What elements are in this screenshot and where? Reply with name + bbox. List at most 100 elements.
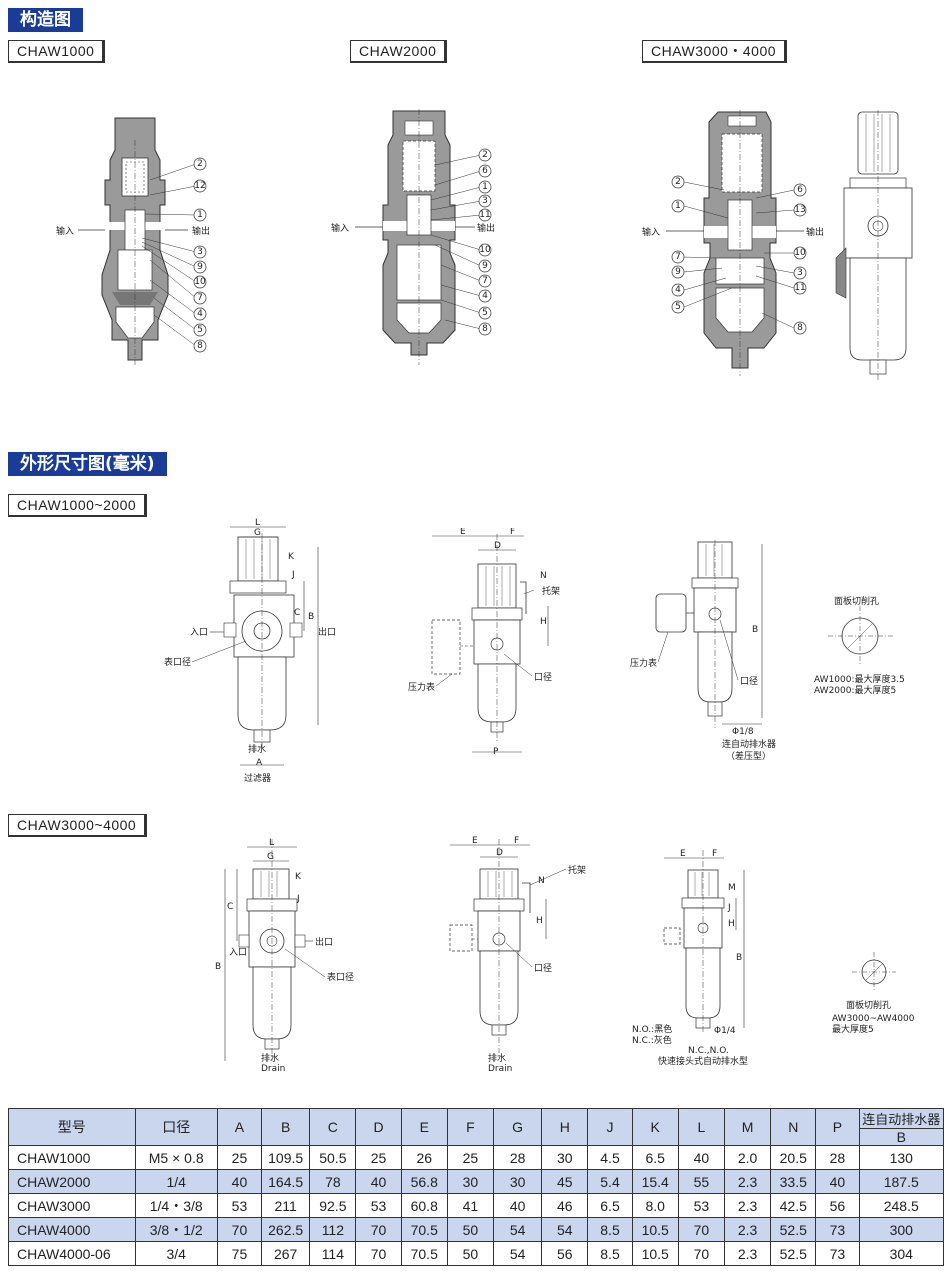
header-cell: J xyxy=(587,1108,633,1146)
table-cell: 50.5 xyxy=(309,1145,357,1170)
chaw2000-callout-label: 9 xyxy=(482,261,488,271)
dim1000-front-dimensions: L G K J C B 出口 入口 表口径 排水 A 过滤器 xyxy=(164,518,336,784)
dim1000-front-diagram: L G K J C B 出口 入口 表口径 排水 A 过滤器 xyxy=(164,518,336,784)
panel-cutout-note: AW2000:最大厚度5 xyxy=(814,684,896,696)
table-cell: 52.5 xyxy=(770,1241,817,1266)
chaw1000-output-label: 输出 xyxy=(192,225,210,237)
chaw1000-input-label: 输入 xyxy=(56,225,74,237)
chaw2000-section-diagram: 输入 输出 2 6 1 3 11 10 9 7 4 5 8 xyxy=(331,109,495,365)
dim-label: M xyxy=(728,883,736,893)
dim1000-autodrain-body xyxy=(655,540,739,728)
table-cell: 70.5 xyxy=(400,1217,448,1242)
dim1000-side-body xyxy=(431,534,527,743)
dim-label: G xyxy=(267,852,274,862)
table-cell: 3/4 xyxy=(134,1241,218,1266)
dim3000-front-diagram: L G K J C B 入口 出口 表口径 排水 Drain xyxy=(215,838,354,1074)
chaw2000-callout-label: 8 xyxy=(482,324,488,334)
table-cell: CHAW4000 xyxy=(8,1217,136,1242)
table-cell: 30 xyxy=(541,1145,589,1170)
panel-cutout-title: 面板切削孔 xyxy=(834,595,879,607)
table-row: CHAW2000 1/4 40 164.5 78 40 56.8 30 30 4… xyxy=(8,1169,945,1194)
dim-label: 排水 xyxy=(261,1052,279,1064)
dim-label: G xyxy=(254,528,261,538)
table-cell: 70 xyxy=(677,1241,725,1266)
header-cell: H xyxy=(541,1108,589,1146)
table-cell: 70.5 xyxy=(400,1241,448,1266)
chaw3000-input-label: 输入 xyxy=(642,226,660,238)
table-cell: 41 xyxy=(446,1193,495,1218)
table-cell: 6.5 xyxy=(587,1193,633,1218)
dim-label: F xyxy=(712,849,717,859)
chaw3000-callout-label: 6 xyxy=(797,185,803,195)
table-cell: 40 xyxy=(355,1169,402,1194)
chaw3000-callout-label: 2 xyxy=(675,177,681,187)
table-cell: 28 xyxy=(815,1145,860,1170)
table-cell: 10.5 xyxy=(631,1241,679,1266)
chaw2000-callout-label: 6 xyxy=(482,166,488,176)
dim-label: P xyxy=(493,747,499,757)
dim-label: C xyxy=(227,902,233,912)
table-row: CHAW4000 3/8・1/2 70 262.5 112 70 70.5 50… xyxy=(8,1217,945,1242)
header-cell: 型号 xyxy=(8,1108,136,1146)
chaw2000-callout-label: 2 xyxy=(482,150,488,160)
dim3000-side-dimensions: E F D 托架 N H 口径 排水 Drain xyxy=(450,836,586,1074)
dim-label: 出口 xyxy=(315,936,333,948)
table-cell: 30 xyxy=(446,1169,495,1194)
table-cell: 25 xyxy=(446,1145,495,1170)
dim-label: L xyxy=(269,838,274,848)
chaw3000-callout-label: 11 xyxy=(794,283,805,293)
table-cell: 50 xyxy=(446,1241,495,1266)
chaw1000-callout-label: 2 xyxy=(197,159,203,169)
chaw3000-output-label: 输出 xyxy=(806,226,824,238)
chaw3000-callout-label: 9 xyxy=(675,267,681,277)
table-cell: 53 xyxy=(216,1193,263,1218)
chaw1000-callout-label: 1 xyxy=(197,210,203,220)
spec-table: 型号 口径 A B C D E F G H J K L M N P 连自动排水器… xyxy=(8,1108,945,1266)
table-cell: 70 xyxy=(677,1217,725,1242)
table-cell: CHAW2000 xyxy=(8,1169,136,1194)
chaw3000-callout-label: 8 xyxy=(797,323,803,333)
table-cell: 164.5 xyxy=(261,1169,311,1194)
table-cell: 53 xyxy=(677,1193,725,1218)
dim-label: 托架 xyxy=(568,864,586,876)
chaw3000-body xyxy=(703,110,777,376)
dim-label: B xyxy=(308,612,314,622)
chaw1000-callout-label: 10 xyxy=(194,277,206,287)
dim-label: Φ1/8 xyxy=(732,727,754,737)
table-cell: 1/4・3/8 xyxy=(134,1193,218,1218)
table-cell: 112 xyxy=(309,1217,357,1242)
header-cell: A xyxy=(216,1108,263,1146)
table-cell: 6.5 xyxy=(631,1145,679,1170)
table-cell: 56.8 xyxy=(400,1169,448,1194)
table-cell: 70 xyxy=(355,1241,402,1266)
dim1000-autodrain-dimensions: B 压力表 口径 Φ1/8 连自动排水器 （差压型） xyxy=(630,544,776,762)
table-cell: 70 xyxy=(355,1217,402,1242)
dim1000-side-diagram: E F D N 托架 H 口径 压力表 P xyxy=(408,528,560,757)
dim-label: F xyxy=(510,528,515,537)
panel-cutout-note: AW3000~AW4000 xyxy=(832,1014,915,1024)
header-cell: F xyxy=(446,1108,495,1146)
table-cell: 55 xyxy=(677,1169,725,1194)
table-cell: 40 xyxy=(815,1169,860,1194)
panel-cutout-note: AW1000:最大厚度3.5 xyxy=(814,673,905,685)
chaw3000-callout-label: 1 xyxy=(675,201,681,211)
dim-label: Drain xyxy=(261,1064,285,1074)
table-cell: 300 xyxy=(858,1217,945,1242)
dim-label: D xyxy=(496,848,503,858)
header-cell: G xyxy=(493,1108,543,1146)
chaw2000-callout-label: 7 xyxy=(482,276,488,286)
chaw3000-callout-label: 13 xyxy=(794,205,805,215)
table-cell: 2.3 xyxy=(723,1241,772,1266)
table-cell: 54 xyxy=(493,1217,543,1242)
table-cell: 50 xyxy=(446,1217,495,1242)
dim-label: H xyxy=(540,617,547,627)
table-cell: 15.4 xyxy=(631,1169,679,1194)
table-cell: 8.5 xyxy=(587,1217,633,1242)
dim3000-quickdrain-dimensions: E F M J H B N.O.:黑色 N.C.:灰色 Φ1/4 N.C.,N.… xyxy=(632,849,748,1067)
header-subcell-b: B xyxy=(858,1128,945,1146)
chaw2000-input-label: 输入 xyxy=(331,222,349,234)
dim-label: N.C.:灰色 xyxy=(632,1034,672,1046)
chaw1000-section-diagram: 输入 输出 2 12 1 3 9 10 7 4 5 8 xyxy=(56,117,210,365)
table-cell: 30 xyxy=(493,1169,543,1194)
header-cell: 连自动排水器 xyxy=(858,1108,945,1129)
